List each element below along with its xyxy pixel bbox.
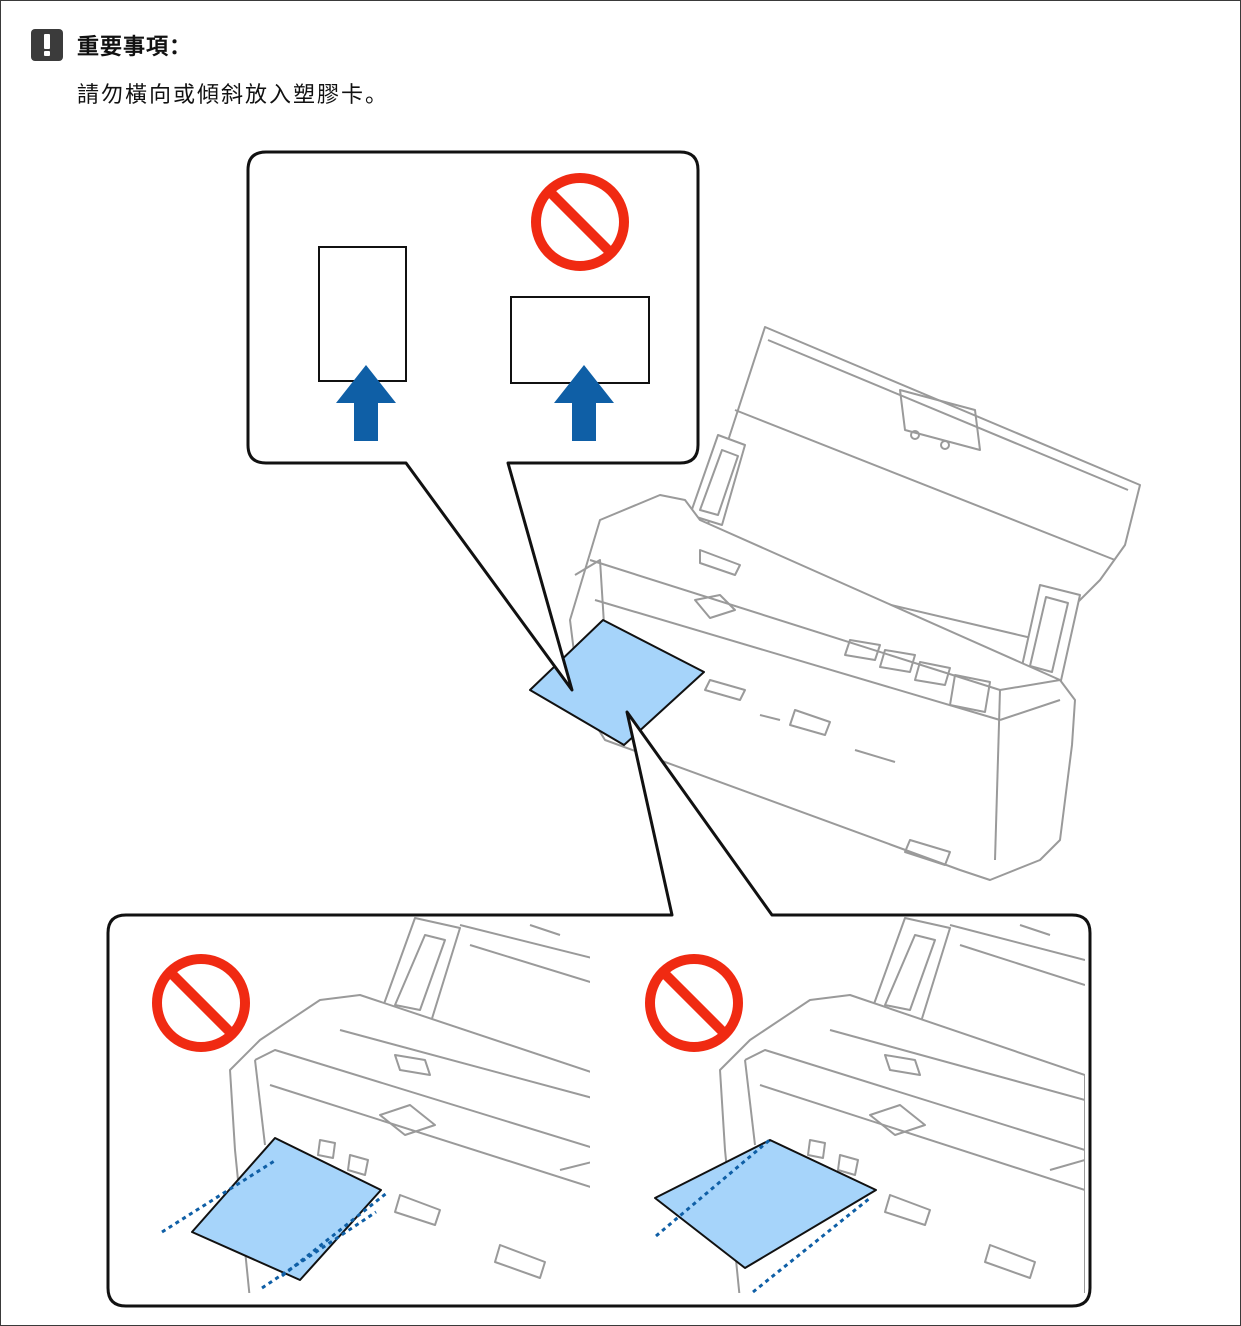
guide-dashed-line xyxy=(261,1210,377,1290)
insert-arrow-icon xyxy=(336,365,396,441)
prohibited-icon xyxy=(152,954,250,1052)
scanner-main xyxy=(569,326,1141,881)
notice-title: 重要事項： xyxy=(77,35,193,60)
insert-arrow-icon xyxy=(554,365,614,441)
notice-header: 重要事項： xyxy=(31,29,192,61)
card-portrait xyxy=(318,246,407,382)
plastic-card-tilted-left xyxy=(191,1137,382,1281)
guide-dashed-line xyxy=(161,1158,277,1234)
guide-dashed-line xyxy=(752,1196,871,1294)
guide-dashed-line xyxy=(655,1136,773,1238)
prohibited-icon xyxy=(645,954,743,1052)
prohibited-icon xyxy=(531,173,629,271)
plastic-card-tilted-right xyxy=(654,1139,877,1269)
exclamation-icon xyxy=(31,29,63,61)
guide-dashed-line xyxy=(281,1190,389,1278)
card-landscape xyxy=(510,296,650,384)
notice-message: 請勿橫向或傾斜放入塑膠卡。 xyxy=(77,83,390,108)
